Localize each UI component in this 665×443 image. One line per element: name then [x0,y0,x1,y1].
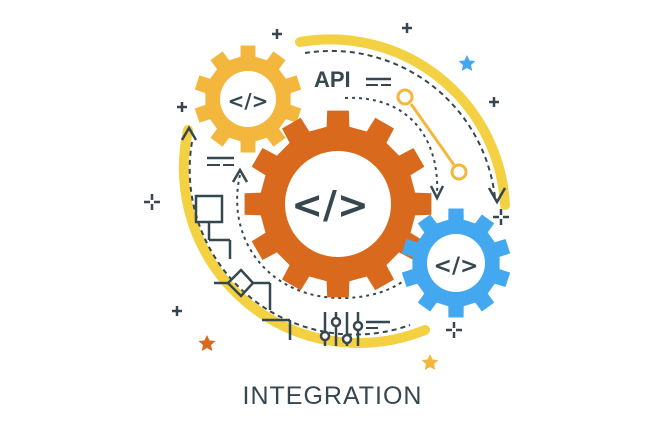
dash-marks-left [207,156,234,166]
api-connector [344,96,445,201]
gear-small-right-symbol: </> [434,254,479,279]
gear-small-top-hub [220,71,276,127]
sparkle-icon [493,209,509,225]
caption-title: INTEGRATION [242,382,423,410]
sparkle-icon [446,322,462,338]
node-link [396,88,468,181]
gear-small-top [194,45,302,153]
gear-small-top-symbol: </> [228,89,269,113]
cycle-arc-right [295,34,510,210]
sparkle-icons [144,194,509,338]
plus-icon [272,29,282,39]
arrow-head-icon [487,187,507,205]
gear-large-center-hub [285,151,391,257]
gear-large-center-symbol: </> [291,183,369,227]
gear-small-right [401,208,511,318]
api-underline-dashes [366,77,391,86]
star-icon [198,335,216,351]
api-label: API [314,67,351,92]
cycle-arc-left [178,125,430,348]
gear-small-right-hub [427,234,485,292]
plus-icon [489,97,499,107]
plus-icons [172,23,499,316]
sliders-icon [319,312,364,346]
star-icon [421,354,439,370]
flowchart-icon [194,194,292,340]
sparkle-icon [144,194,160,210]
arrow-head-icon [180,125,198,141]
gear-large-center [244,110,432,298]
dash-marks-bottom [366,320,390,329]
plus-icon [402,23,412,33]
plus-icon [172,306,182,316]
plus-icon [177,102,187,112]
star-icon [458,55,476,71]
inner-cycle-arc [231,167,421,300]
